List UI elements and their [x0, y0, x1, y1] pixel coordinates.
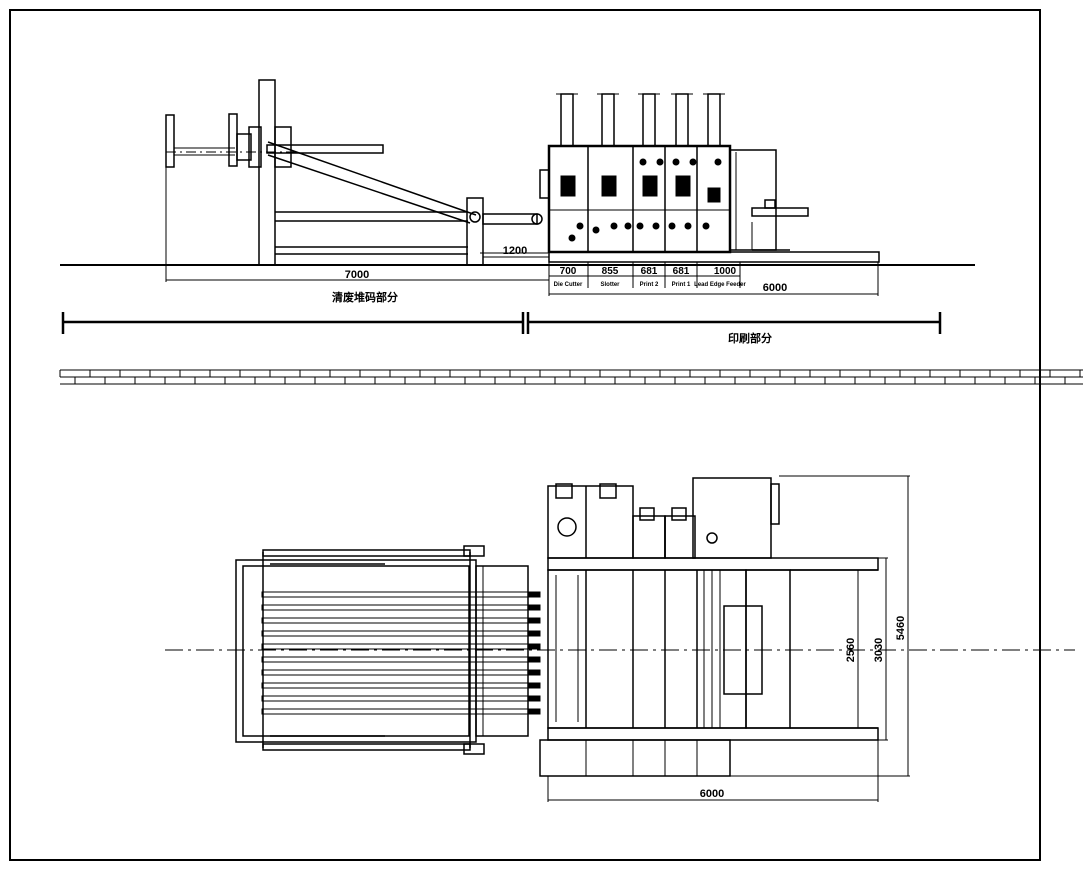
wall-separator	[59, 369, 1083, 385]
dim-feeder: 1000	[714, 266, 737, 277]
unit-print2: Print 2	[640, 282, 659, 288]
dim-width-mid: 3030	[873, 638, 885, 662]
stacker-top	[235, 545, 529, 755]
dim-side-total: 6000	[763, 282, 787, 294]
dim-width-outer: 5460	[895, 616, 907, 640]
printer-side	[539, 93, 880, 263]
dim-slotter: 855	[602, 266, 619, 277]
dim-gap: 1200	[503, 245, 527, 257]
side-dimensions	[165, 167, 879, 296]
dim-print1: 681	[673, 266, 690, 277]
section-label-stacker: 清废堆码部分	[332, 290, 398, 304]
top-view: 6000 2560 3030 5460	[165, 475, 1075, 802]
side-view: 7000 1200 700 855 681 681 1000 6000 Die …	[60, 79, 975, 345]
stacker-rails	[261, 591, 541, 715]
drawing-border	[9, 9, 1041, 861]
dim-width-inner: 2560	[845, 638, 857, 662]
unit-die-cutter: Die Cutter	[554, 282, 583, 288]
dim-die-cutter: 700	[560, 266, 577, 277]
unit-feeder: Lead Edge Feeder	[694, 282, 746, 288]
stacker-side	[165, 79, 548, 266]
section-label-printing: 印刷部分	[728, 331, 772, 345]
top-dimensions	[547, 475, 910, 802]
unit-print1: Print 1	[672, 282, 691, 288]
dim-top-length: 6000	[700, 788, 724, 800]
printer-top	[539, 477, 879, 777]
dim-stacker-length: 7000	[345, 269, 369, 281]
section-ranges	[61, 312, 942, 334]
unit-slotter: Slotter	[600, 282, 620, 288]
dim-print2: 681	[641, 266, 658, 277]
